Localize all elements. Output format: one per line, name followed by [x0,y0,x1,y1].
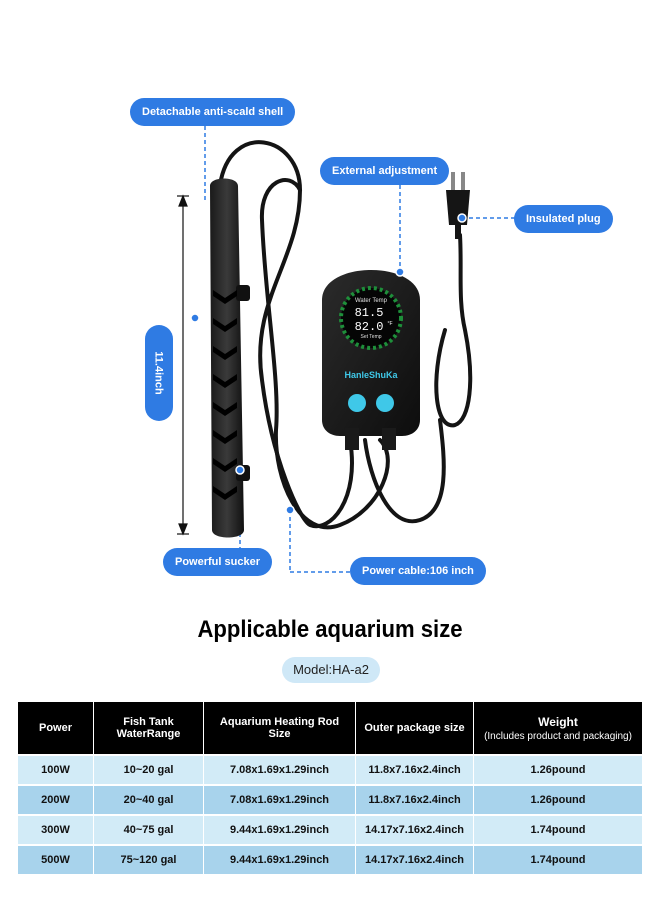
water-temp-value: 81.5 [355,306,384,320]
header-weight: Weight (Includes product and packaging) [474,702,642,754]
cell-range: 20~40 gal [94,786,204,814]
model-badge: Model:HA-a2 [282,657,380,683]
table-row: 100W 10~20 gal 7.08x1.69x1.29inch 11.8x7… [18,756,642,784]
product-diagram: Water Temp 81.5 82.0 °F Set Temp HanleSh… [130,98,613,585]
callout-dots [190,213,467,515]
cell-weight: 1.74pound [474,816,642,844]
callout-sucker: Powerful sucker [163,548,272,576]
header-weight-label: Weight [538,714,578,729]
dimension-line [177,194,189,536]
cell-rod: 7.08x1.69x1.29inch [204,756,356,784]
callout-cable: Power cable:106 inch [350,557,486,585]
controller-display: Water Temp 81.5 82.0 °F Set Temp HanleSh… [344,298,398,380]
header-power: Power [18,702,94,754]
temp-unit: °F [387,321,392,327]
table-header-row: Power Fish Tank WaterRange Aquarium Heat… [18,702,642,754]
length-text: 11.4inch [153,351,166,395]
cell-package: 14.17x7.16x2.4inch [356,846,474,874]
callout-shell: Detachable anti-scald shell [130,98,296,126]
table-row: 500W 75~120 gal 9.44x1.69x1.29inch 14.17… [18,846,642,874]
cell-range: 40~75 gal [94,816,204,844]
cell-weight: 1.26pound [474,786,642,814]
header-weight-note: (Includes product and packaging) [484,730,632,742]
header-range: Fish Tank WaterRange [94,702,204,754]
cell-package: 14.17x7.16x2.4inch [356,816,474,844]
cell-range: 10~20 gal [94,756,204,784]
callout-length: 11.4inch [145,325,173,421]
spec-table: Power Fish Tank WaterRange Aquarium Heat… [18,700,642,876]
water-temp-label: Water Temp [355,298,388,304]
section-heading: Applicable aquarium size [197,616,463,643]
heater-rod [210,178,250,538]
cell-range: 75~120 gal [94,846,204,874]
header-package: Outer package size [356,702,474,754]
cell-weight: 1.26pound [474,756,642,784]
header-rod: Aquarium Heating Rod Size [204,702,356,754]
brand-logo-text: HanleShuKa [344,370,398,380]
cell-rod: 9.44x1.69x1.29inch [204,846,356,874]
cell-power: 300W [18,816,94,844]
set-temp-label: Set Temp [360,334,381,340]
product-illustration: Water Temp 81.5 82.0 °F Set Temp HanleSh… [177,126,515,573]
cell-power: 500W [18,846,94,874]
temperature-controller [322,270,420,450]
cell-package: 11.8x7.16x2.4inch [356,756,474,784]
cell-power: 100W [18,756,94,784]
cell-weight: 1.74pound [474,846,642,874]
table-row: 300W 40~75 gal 9.44x1.69x1.29inch 14.17x… [18,816,642,844]
cell-rod: 9.44x1.69x1.29inch [204,816,356,844]
cell-rod: 7.08x1.69x1.29inch [204,786,356,814]
power-cable [218,140,473,530]
callout-plug: Insulated plug [514,205,613,233]
cell-package: 11.8x7.16x2.4inch [356,786,474,814]
plug [446,172,470,239]
cell-power: 200W [18,786,94,814]
set-temp-value: 82.0 [355,320,384,334]
table-row: 200W 20~40 gal 7.08x1.69x1.29inch 11.8x7… [18,786,642,814]
callout-adjustment: External adjustment [320,157,450,185]
